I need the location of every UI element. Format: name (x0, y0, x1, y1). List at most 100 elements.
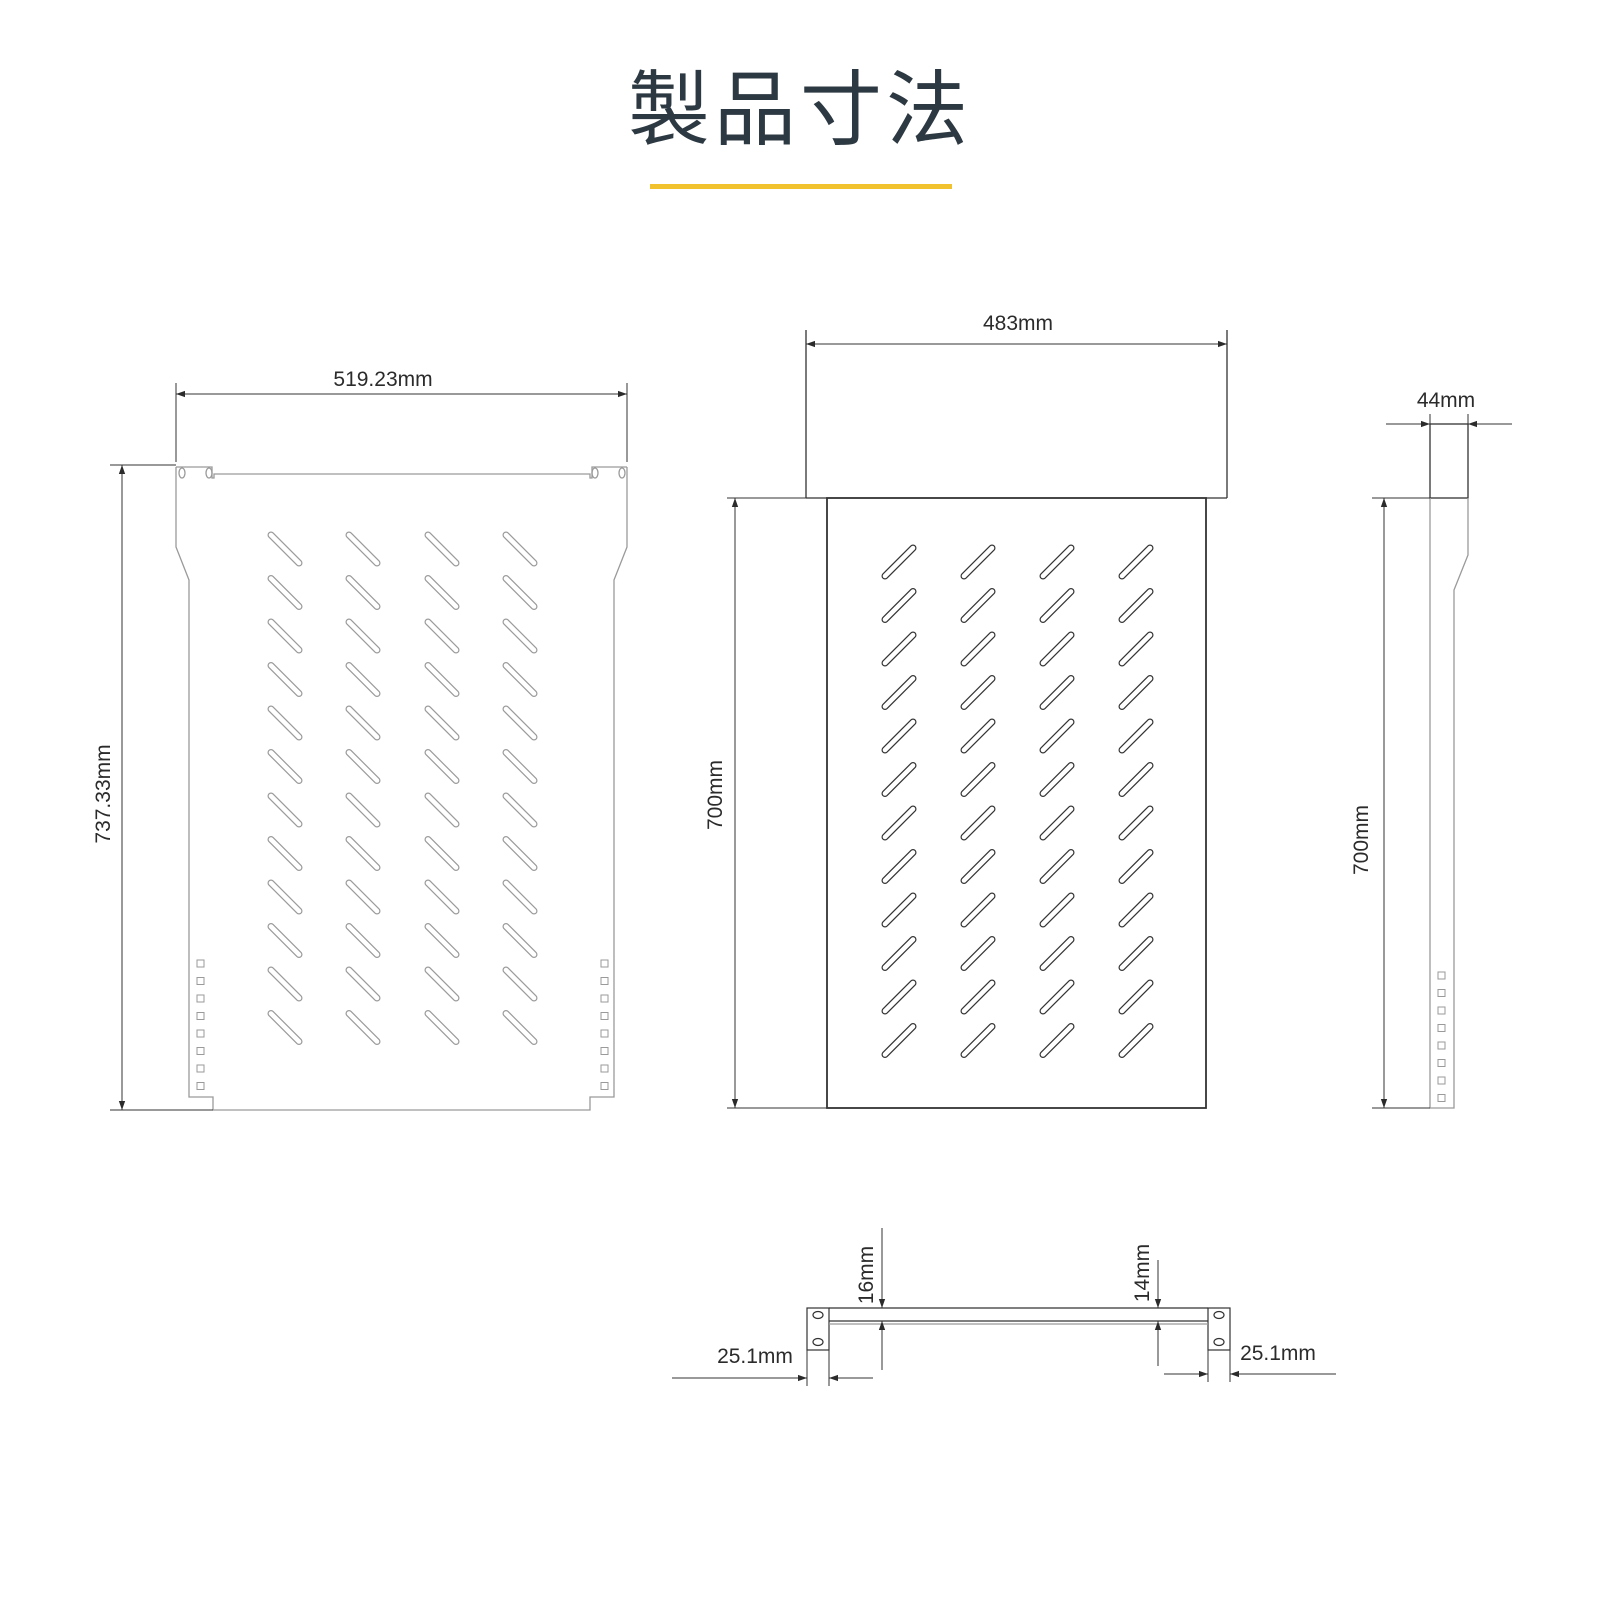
mount-hole (1437, 971, 1446, 980)
front-view-outline (805, 330, 1228, 1109)
flange-view-left-width-dimension: 25.1mm (672, 1345, 873, 1386)
vent-slot-inner (425, 924, 459, 957)
mount-hole (196, 1029, 205, 1038)
top-view-outline (175, 466, 628, 1111)
front-view-vent-slots (881, 544, 1154, 1058)
vent-slot-inner (346, 750, 380, 783)
vent-slot-inner (1040, 719, 1074, 753)
vent-slot-inner (425, 706, 459, 740)
vent-slot-inner (346, 532, 380, 566)
mount-hole (1437, 989, 1446, 997)
flange-view-left-width-label: 25.1mm (717, 1345, 793, 1368)
mount-hole (600, 1064, 609, 1073)
mount-hole (1437, 1059, 1446, 1067)
vent-slot-inner (425, 1011, 459, 1044)
vent-slot-inner (1119, 806, 1153, 840)
vent-slot-inner (1040, 937, 1074, 970)
mount-hole (1437, 1041, 1446, 1050)
vent-slot-inner (503, 837, 537, 870)
vent-slot-inner (346, 793, 380, 827)
vent-slot-inner (1040, 806, 1074, 840)
vent-slot-inner (882, 545, 916, 579)
vent-slot-inner (1119, 589, 1153, 622)
front-view-width-label: 483mm (983, 312, 1053, 335)
vent-slot-inner (503, 924, 537, 957)
vent-slot-inner (1119, 763, 1153, 796)
vent-slot-inner (1119, 937, 1153, 970)
mount-hole (1437, 1094, 1446, 1102)
vent-slot-inner (961, 893, 995, 927)
vent-slot-inner (882, 632, 916, 666)
vent-slot-inner (882, 937, 916, 970)
front-view-depth-label: 700mm (704, 760, 727, 830)
vent-slot-inner (961, 980, 995, 1014)
vent-slot-inner (503, 793, 537, 827)
vent-slot-inner (425, 750, 459, 783)
vent-slot-inner (503, 532, 537, 566)
top-view: 519.23mm 737.33mm (92, 368, 628, 1111)
vent-slot-inner (1119, 893, 1153, 927)
vent-slot-inner (961, 1024, 995, 1057)
vent-slot-inner (425, 967, 459, 1001)
vent-slot-inner (961, 719, 995, 753)
vent-slot-inner (503, 706, 537, 740)
flange-view: 16mm 14mm 25.1mm 25.1mm (672, 1228, 1336, 1386)
vent-slot-inner (425, 793, 459, 827)
mount-hole (1437, 1006, 1446, 1015)
vent-slot-inner (503, 576, 537, 609)
vent-slot-inner (882, 676, 916, 709)
side-view-height-label: 44mm (1417, 389, 1475, 412)
vent-slot-inner (268, 663, 302, 696)
vent-slot-inner (346, 880, 380, 914)
vent-slot-inner (1040, 545, 1074, 579)
vent-slot-inner (425, 663, 459, 696)
mount-hole (600, 959, 609, 968)
side-view-height-dimension: 44mm (1386, 389, 1512, 432)
flange-view-right-width-label: 25.1mm (1240, 1342, 1316, 1365)
vent-slot-inner (425, 619, 459, 653)
vent-slot-inner (268, 1011, 302, 1044)
vent-slot-inner (425, 880, 459, 914)
mount-hole (196, 1047, 205, 1055)
side-view-depth-dimension: 700mm (1350, 497, 1430, 1109)
vent-slot-inner (1119, 676, 1153, 709)
vent-slot-inner (503, 880, 537, 914)
vent-slot-inner (1119, 1024, 1153, 1057)
vent-slot-inner (503, 619, 537, 653)
vent-slot-inner (1040, 980, 1074, 1014)
top-view-depth-label: 737.33mm (92, 744, 115, 843)
vent-slot-inner (1040, 676, 1074, 709)
vent-slot-inner (961, 806, 995, 840)
mount-hole (600, 1047, 609, 1055)
vent-slot-inner (346, 1011, 380, 1044)
mount-hole (1437, 1076, 1446, 1085)
vent-slot-inner (346, 967, 380, 1001)
vent-slot-inner (961, 676, 995, 709)
vent-slot-inner (1119, 719, 1153, 753)
vent-slot-inner (346, 663, 380, 696)
side-view: 44mm 700mm (1350, 389, 1512, 1109)
flange-view-right-width-dimension: 25.1mm (1164, 1342, 1336, 1382)
vent-slot-inner (503, 663, 537, 696)
vent-slot-inner (346, 706, 380, 740)
vent-slot-inner (961, 632, 995, 666)
vent-slot-inner (268, 706, 302, 740)
vent-slot-inner (425, 532, 459, 566)
vent-slot-inner (346, 924, 380, 957)
vent-slot-inner (961, 850, 995, 883)
mount-hole (196, 994, 205, 1003)
vent-slot-inner (1119, 980, 1153, 1014)
vent-slot-inner (346, 576, 380, 609)
vent-slot-inner (882, 589, 916, 622)
vent-slot-inner (882, 1024, 916, 1057)
mount-hole (600, 1012, 609, 1020)
front-view: 483mm 700mm (704, 312, 1228, 1109)
mount-hole (600, 994, 609, 1003)
vent-slot-inner (268, 924, 302, 957)
front-view-width-dimension: 483mm (806, 312, 1227, 348)
mount-hole (196, 977, 205, 985)
side-view-outline (1429, 423, 1469, 1109)
flange-view-left-height-dimension: 16mm (855, 1228, 886, 1370)
vent-slot-inner (1040, 632, 1074, 666)
vent-slot-inner (268, 793, 302, 827)
